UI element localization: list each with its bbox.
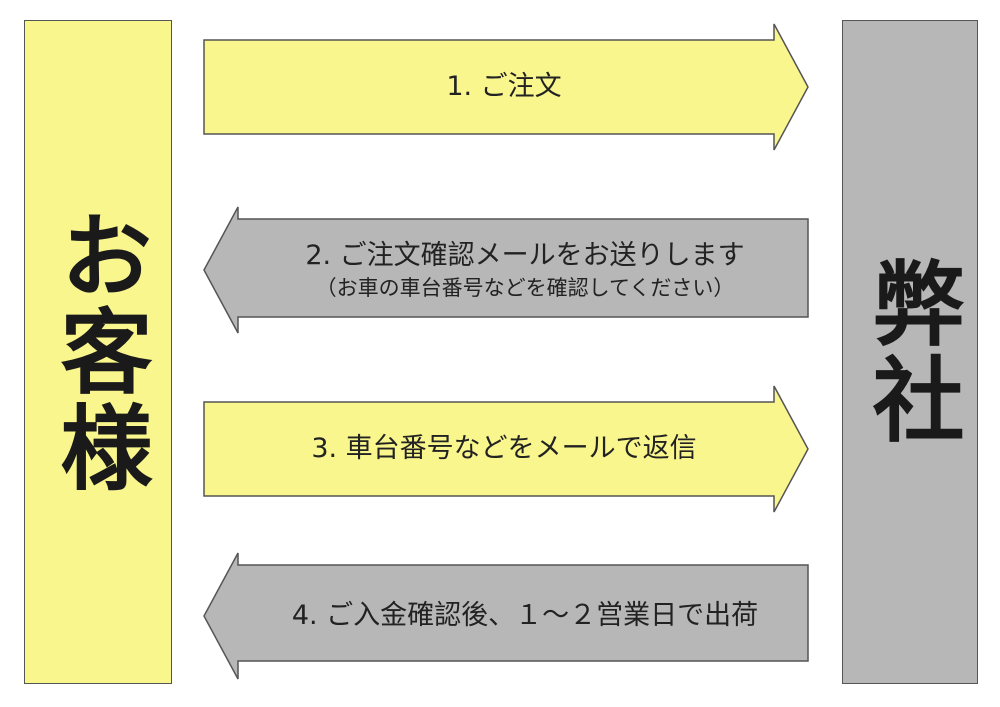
- step-1-arrow: 1. ご注文: [202, 22, 812, 152]
- step-4-arrow: 4. ご入金確認後、１～２営業日で出荷: [202, 551, 812, 681]
- left-arrow-icon: [203, 206, 809, 334]
- step-2-subtext: （お車の車台番号などを確認してください）: [315, 276, 735, 300]
- customer-box: お客様: [24, 20, 172, 684]
- step-2-arrow: 2. ご注文確認メールをお送りします （お車の車台番号などを確認してください）: [202, 205, 812, 335]
- right-arrow-icon: [203, 23, 809, 151]
- step-3-text: 3. 車台番号などをメールで返信: [311, 433, 697, 464]
- step-3-arrow: 3. 車台番号などをメールで返信: [202, 384, 812, 514]
- step-1-label: 1. ご注文: [202, 22, 806, 152]
- step-4-text: 4. ご入金確認後、１～２営業日で出荷: [291, 600, 759, 631]
- step-3-label: 3. 車台番号などをメールで返信: [202, 384, 806, 514]
- step-4-label: 4. ご入金確認後、１～２営業日で出荷: [238, 551, 812, 681]
- step-1-text: 1. ご注文: [446, 71, 562, 102]
- company-box: 弊社: [842, 20, 978, 684]
- company-label: 弊社: [857, 256, 964, 448]
- right-arrow-icon: [203, 385, 809, 513]
- customer-label: お客様: [45, 208, 152, 496]
- left-arrow-icon: [203, 552, 809, 680]
- step-2-text: 2. ご注文確認メールをお送りします: [305, 240, 745, 271]
- step-2-label: 2. ご注文確認メールをお送りします （お車の車台番号などを確認してください）: [238, 205, 812, 335]
